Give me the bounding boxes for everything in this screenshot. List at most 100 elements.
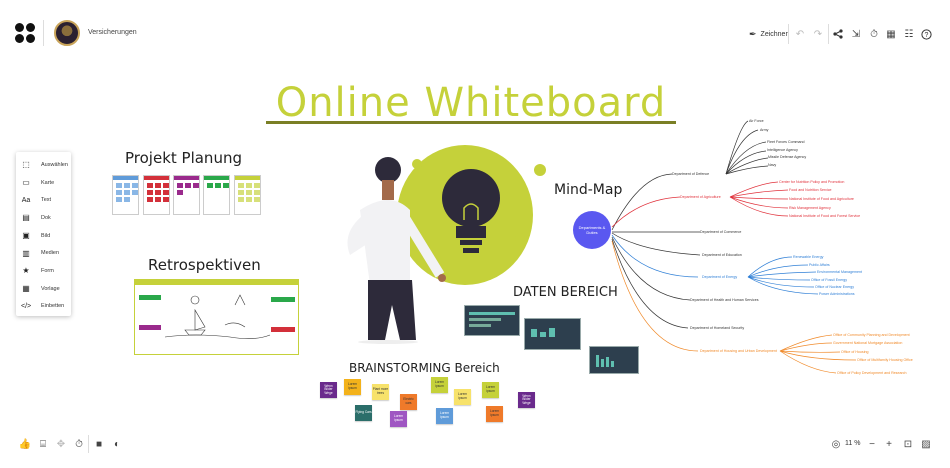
card-icon: ▭ <box>22 178 30 188</box>
section-project-planning[interactable]: Projekt Planung <box>125 149 242 167</box>
avatar[interactable] <box>54 20 80 46</box>
tool-card[interactable]: ▭Karte <box>22 178 55 188</box>
compass-icon[interactable]: ◎ <box>831 438 841 450</box>
presentation-icon[interactable]: ⌸ <box>40 438 46 450</box>
sticky-note[interactable]: Lorem ipsum <box>482 382 499 398</box>
fit-screen-icon[interactable]: ⊡ <box>903 438 913 450</box>
mindmap-leaf[interactable]: Missile Defense Agency <box>768 155 807 159</box>
zoom-level: 11 % <box>845 440 861 447</box>
sticky-note[interactable]: Electric cars <box>400 394 417 410</box>
sticky-note[interactable]: Lorem ipsum <box>454 389 471 405</box>
sticky-note[interactable]: Lorem ipsum <box>390 411 407 427</box>
draw-label: Zeichnen <box>760 30 790 38</box>
kanban-board[interactable] <box>173 175 200 215</box>
sticky-note[interactable]: Wenn Bilder Wege <box>518 392 535 408</box>
mindmap-node[interactable]: Department of Education <box>702 253 742 257</box>
grid-icon[interactable]: ▦ <box>886 28 896 40</box>
settings-icon[interactable]: ☷ <box>904 28 914 40</box>
undo-icon[interactable]: ↶ <box>795 28 805 40</box>
sticky-note[interactable]: Wenn Bilder Wege <box>320 382 337 398</box>
kanban-board[interactable] <box>112 175 139 215</box>
mindmap-node[interactable]: Department of Commerce <box>700 230 742 234</box>
board-title[interactable]: Versicherungen <box>88 29 137 36</box>
video-icon[interactable]: ■ <box>95 438 103 450</box>
theme-icon[interactable]: ◐ <box>113 438 121 450</box>
retro-board[interactable] <box>134 279 299 355</box>
mindmap-leaf[interactable]: Office of Housing <box>841 350 869 354</box>
app-logo[interactable] <box>15 23 35 43</box>
mindmap-leaf[interactable]: Fleet Forces Command <box>767 140 805 144</box>
mindmap-leaf[interactable]: Intelligence Agency <box>767 148 798 152</box>
mindmap-leaf[interactable]: Power Administrations <box>819 292 855 296</box>
redo-icon[interactable]: ↷ <box>813 28 823 40</box>
dashboard-card[interactable] <box>524 318 581 350</box>
mindmap-leaf[interactable]: Government National Mortgage Association <box>833 341 903 345</box>
kanban-board[interactable] <box>234 175 261 215</box>
mindmap-leaf[interactable]: Air Force <box>749 119 764 123</box>
export-icon[interactable]: ⇲ <box>851 28 861 40</box>
mindmap-node[interactable]: Department of Health and Human Services <box>690 298 759 302</box>
section-mind-map[interactable]: Mind-Map <box>554 182 623 198</box>
tool-shape[interactable]: ★Form <box>22 266 54 276</box>
move-icon[interactable]: ✥ <box>56 438 66 450</box>
help-icon[interactable]: ? <box>919 27 933 41</box>
mindmap-node[interactable]: Department of Agriculture <box>680 195 721 199</box>
minimap-icon[interactable]: ▨ <box>921 438 931 450</box>
section-retrospectives[interactable]: Retrospektiven <box>148 256 261 274</box>
mindmap-center-node[interactable]: Departments & Duties <box>573 211 611 249</box>
draw-button[interactable]: ✒ Zeichnen <box>749 27 789 41</box>
mindmap-leaf[interactable]: Center for Nutrition Policy and Promotio… <box>779 180 845 184</box>
mindmap-leaf[interactable]: Public Affairs <box>809 263 830 267</box>
mindmap-leaf[interactable]: National Institute of Food and Agricultu… <box>789 197 854 201</box>
mindmap-leaf[interactable]: Office of Community Planning and Develop… <box>833 333 910 337</box>
board-heading[interactable]: Online Whiteboard <box>275 80 667 126</box>
section-brainstorming[interactable]: BRAINSTORMING Bereich <box>349 361 500 375</box>
document-icon: ▤ <box>22 213 30 223</box>
mindmap-leaf[interactable]: National Institute of Food and Forest Se… <box>789 214 861 218</box>
mindmap-leaf[interactable]: Office of Policy Development and Researc… <box>837 371 907 375</box>
zoom-in-icon[interactable]: + <box>886 438 892 450</box>
mindmap-node[interactable]: Department of Energy <box>702 275 738 279</box>
dashboard-card[interactable] <box>464 305 520 336</box>
tool-embed[interactable]: </>Einbetten <box>21 302 65 310</box>
tool-image[interactable]: ▣Bild <box>22 231 51 241</box>
tool-template[interactable]: ▦Vorlage <box>22 284 60 294</box>
divider <box>788 24 789 44</box>
retro-sailboat-illustration <box>139 294 295 339</box>
kanban-board[interactable] <box>203 175 230 215</box>
sticky-note[interactable]: Flying Cars <box>355 405 372 421</box>
mindmap-leaf[interactable]: Environmental Management <box>817 270 862 274</box>
mindmap-leaf[interactable]: Renewable Energy <box>793 255 824 259</box>
sticky-note[interactable]: Lorem ipsum <box>486 406 503 422</box>
text-icon: Aa <box>21 196 31 204</box>
template-icon: ▦ <box>22 284 30 294</box>
mindmap-node[interactable]: Department of Defence <box>672 172 710 176</box>
mindmap-leaf[interactable]: Navy <box>768 163 777 167</box>
sticky-note[interactable]: Lorem ipsum <box>344 379 361 395</box>
mindmap-node[interactable]: Department of Housing and Urban Developm… <box>700 349 777 353</box>
timer-icon[interactable]: ⏱ <box>870 28 878 40</box>
tool-select[interactable]: ⬚Auswählen <box>22 160 68 170</box>
share-icon[interactable] <box>831 27 845 41</box>
tool-document[interactable]: ▤Dok <box>22 213 51 223</box>
dashboard-card[interactable] <box>589 346 639 374</box>
sticky-note[interactable]: Plant more trees <box>372 384 389 400</box>
mindmap-leaf[interactable]: Office of Fossil Energy <box>811 278 848 282</box>
sticky-note[interactable]: Lorem ipsum <box>436 408 453 424</box>
sticky-note[interactable]: Lorem ipsum <box>431 377 448 393</box>
thumbs-up-icon[interactable]: 👍 <box>18 438 32 450</box>
kanban-board[interactable] <box>143 175 170 215</box>
image-icon: ▣ <box>22 231 30 241</box>
mindmap-leaf[interactable]: Office of Nuclear Energy <box>815 285 855 289</box>
mindmap-leaf[interactable]: Office of Multifamily Housing Office <box>857 358 913 362</box>
timer-icon[interactable]: ⏱ <box>75 438 83 450</box>
mindmap-leaf[interactable]: Army <box>760 128 769 132</box>
zoom-out-icon[interactable]: − <box>869 438 875 450</box>
tool-media[interactable]: ▥Medien <box>22 248 60 258</box>
mindmap-leaf[interactable]: Food and Nutrition Service <box>789 188 832 192</box>
mindmap-node[interactable]: Department of Homeland Security <box>690 326 745 330</box>
mindmap-leaf[interactable]: Risk Management Agency <box>789 206 831 210</box>
divider <box>88 435 89 453</box>
section-data-area[interactable]: DATEN BEREICH <box>513 285 618 300</box>
